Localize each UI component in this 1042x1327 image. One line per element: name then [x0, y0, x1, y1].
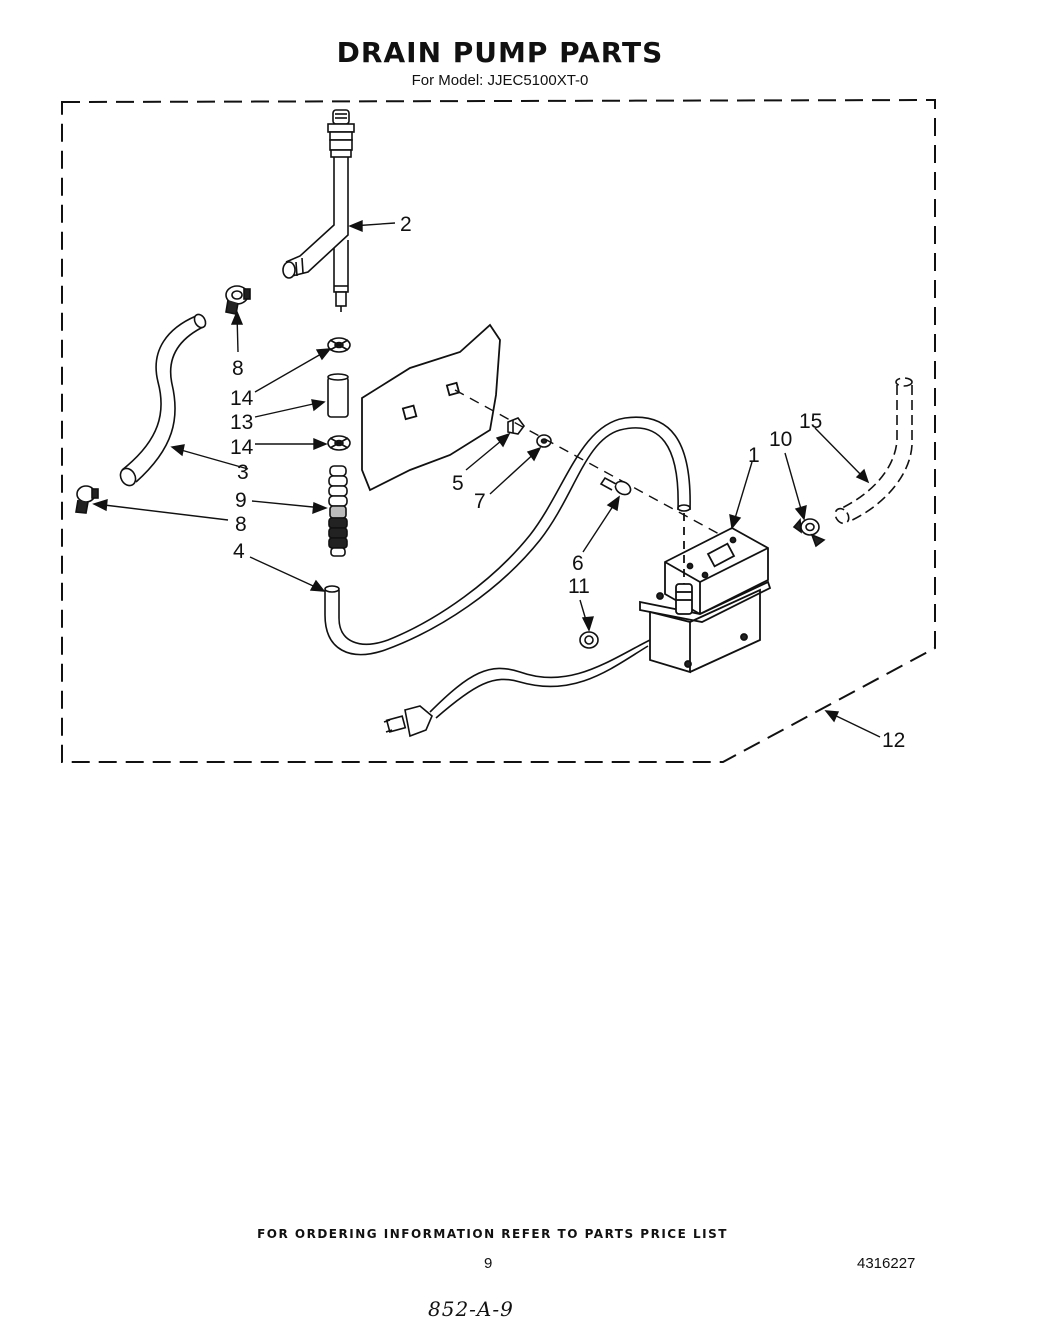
part-14-washer-lower — [327, 435, 351, 451]
part-8-hose-clamp-upper — [225, 285, 251, 315]
part-8-hose-clamp-lower — [75, 485, 99, 514]
part-10-hose-clamp — [792, 518, 826, 548]
power-plug — [383, 705, 433, 738]
part-4-pump-hose — [324, 416, 691, 656]
callout-8-lower: 8 — [235, 513, 247, 536]
ordering-info-note: FOR ORDERING INFORMATION REFER TO PARTS … — [257, 1227, 728, 1241]
part-14-washer-upper — [327, 337, 351, 353]
part-5-push-nut — [507, 417, 525, 435]
callout-8-upper: 8 — [232, 357, 244, 380]
leader-lines — [92, 219, 881, 738]
document-number: 4316227 — [857, 1255, 916, 1272]
callout-13: 13 — [230, 411, 253, 434]
power-cord — [429, 639, 651, 719]
callout-3: 3 — [237, 461, 249, 484]
model-subtitle: For Model: JJEC5100XT-0 — [411, 72, 589, 89]
callout-9: 9 — [235, 489, 247, 512]
part-15-outlet-hose — [834, 377, 913, 525]
callout-5: 5 — [452, 472, 464, 495]
part-13-spacer-tube — [327, 373, 349, 418]
part-9-barbed-connector — [328, 465, 348, 557]
part-6-screw — [599, 476, 632, 496]
callout-7: 7 — [474, 490, 486, 513]
callout-6: 6 — [572, 552, 584, 575]
cabinet-panel-fragment — [361, 323, 501, 492]
part-3-drain-hose — [119, 313, 207, 487]
handwritten-note: 852-A-9 — [428, 1297, 514, 1321]
callout-4: 4 — [233, 540, 245, 563]
callout-11: 11 — [568, 575, 590, 598]
callout-12: 12 — [882, 729, 905, 752]
callout-15: 15 — [799, 410, 822, 433]
part-1-drain-pump — [639, 513, 772, 674]
page-number: 9 — [484, 1255, 493, 1272]
assembly-boundary — [61, 98, 936, 763]
part-2-drain-fitting — [282, 109, 355, 312]
part-11-grommet — [579, 631, 599, 649]
callout-14-lower: 14 — [230, 436, 254, 459]
callout-2: 2 — [400, 213, 412, 236]
callout-10: 10 — [769, 428, 792, 451]
callout-1: 1 — [748, 444, 760, 467]
callout-14-upper: 14 — [230, 387, 254, 410]
page-title: DRAIN PUMP PARTS — [336, 36, 664, 69]
